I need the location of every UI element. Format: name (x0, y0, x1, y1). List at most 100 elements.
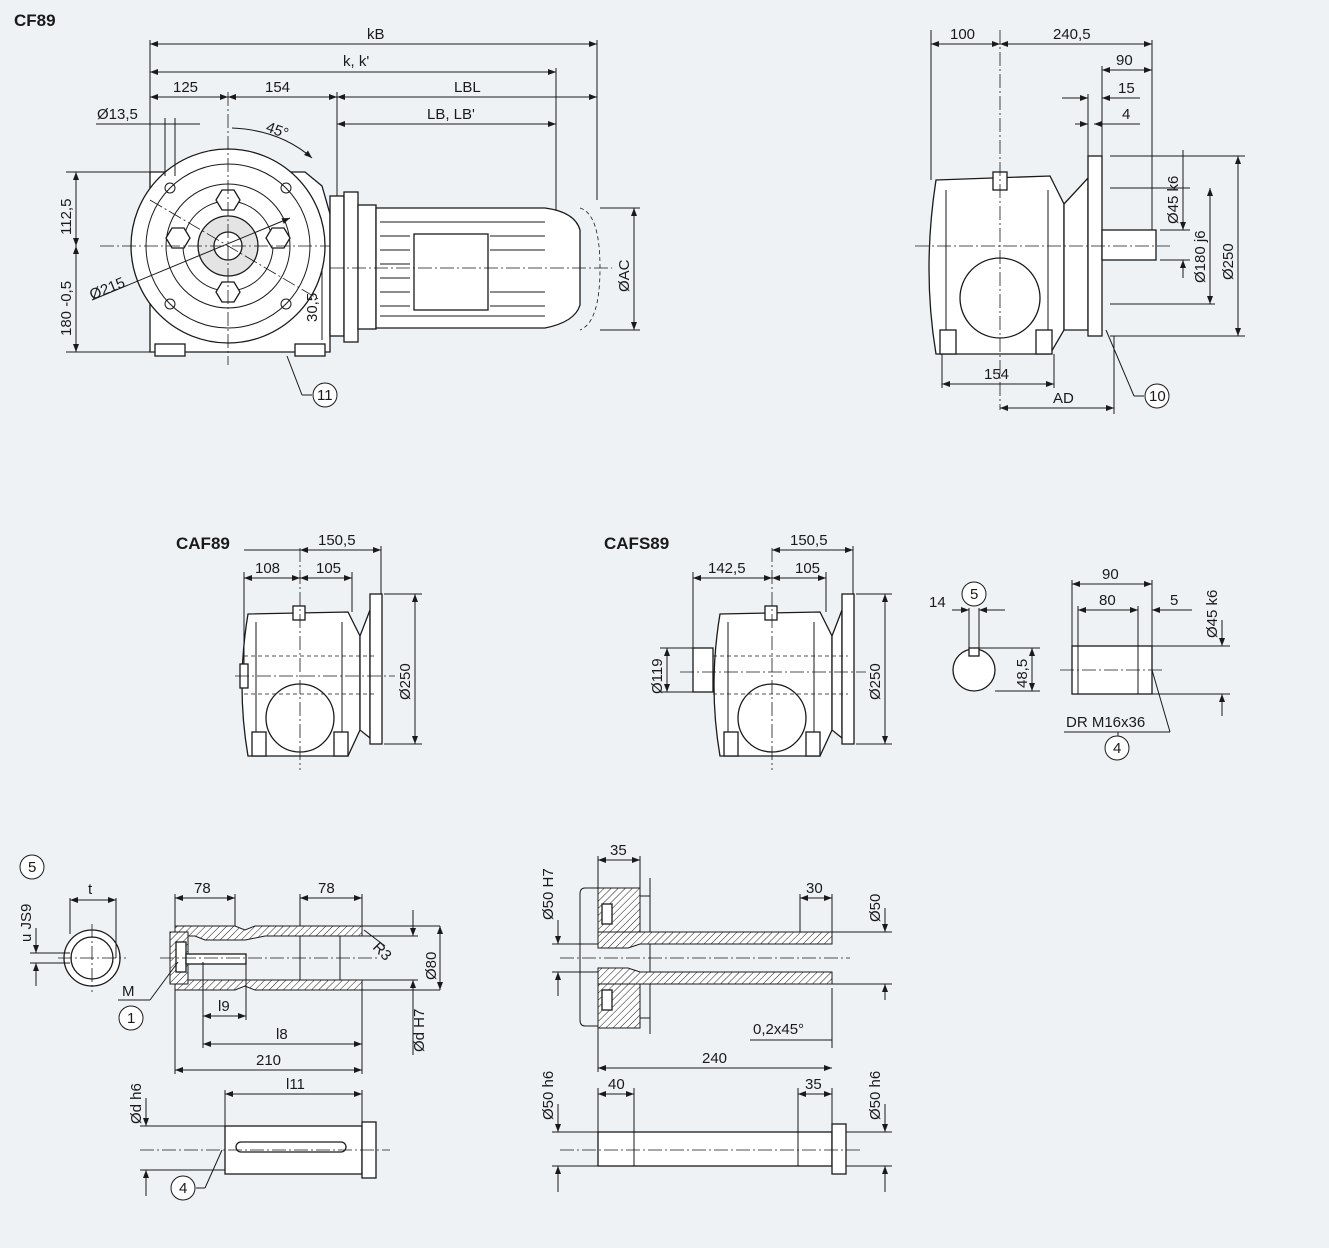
caf89-foot-r (333, 731, 349, 757)
pin-detail: Ø50 h6 40 35 Ø50 h6 (540, 1071, 892, 1192)
fan-cover-outline (579, 207, 601, 331)
side-dim-240-5: 240,5 (1053, 26, 1091, 43)
bushing-dim-35: 35 (610, 842, 627, 859)
side-dim-45k6: Ø45 k6 (1165, 176, 1182, 224)
dim-112-5: 112,5 (58, 199, 75, 235)
key-dim-14: 14 (929, 594, 946, 611)
hollow-dim-78b: 78 (318, 880, 335, 897)
bushing-insert-top (601, 903, 613, 925)
pin-dim-35: 35 (805, 1076, 822, 1093)
hollow-wall-top (174, 925, 363, 941)
side-dim-4: 4 (1122, 106, 1130, 123)
solid-callout-4 (170, 1175, 196, 1201)
hollow-end-bolt (185, 953, 247, 965)
hollow-dim-l9: l9 (218, 998, 230, 1015)
callout-11-label: 11 (317, 387, 333, 404)
terminal-box (413, 233, 489, 311)
cafs89-shaft-stub (692, 647, 714, 693)
dim-30-5: 30,5 (304, 293, 321, 322)
hollow-shaft-detail: 5 t u JS9 78 78 R3 (18, 854, 443, 1074)
bushing-ring-top (597, 887, 641, 933)
cafs89-dim-150-5: 150,5 (790, 532, 828, 549)
side-foot-left (939, 329, 957, 355)
dim-kb: kB (367, 26, 385, 43)
dim-154: 154 (265, 79, 290, 96)
foot-left (154, 343, 186, 357)
bushing-bracket (579, 887, 598, 1027)
bushing-wall-bottom (597, 967, 833, 985)
side-foot-right (1035, 329, 1053, 355)
dim-215: Ø215 (87, 274, 127, 304)
callout-11 (312, 382, 338, 408)
nut-top (215, 189, 241, 211)
cafs89-adapter (831, 609, 843, 740)
shaft-end-dr: DR M16x36 (1066, 714, 1145, 731)
caf89-dim-108: 108 (255, 560, 280, 577)
dim-45deg: 45° (264, 119, 291, 143)
shaft-end-callout-4-label: 4 (1113, 740, 1121, 757)
caf89-dim-150-5: 150,5 (318, 532, 356, 549)
side-adapter (1063, 176, 1089, 331)
bolt-hole-1 (280, 182, 292, 194)
caf89-foot-l (251, 731, 267, 757)
hollow-dim-l8: l8 (276, 1026, 288, 1043)
hollow-callout-5-label: 5 (28, 859, 36, 876)
shaft-end-detail: 90 80 5 Ø45 k6 DR M16x36 4 (1060, 566, 1230, 761)
pin-head (831, 1123, 847, 1175)
pin-dim-50h6-left: Ø50 h6 (540, 1071, 557, 1120)
cafs89-vent (764, 605, 778, 621)
adaptor (329, 195, 345, 337)
key-detail: 14 5 48,5 (929, 581, 1040, 692)
solid-dim-l11: l11 (286, 1076, 305, 1093)
key-callout-5 (961, 581, 987, 607)
dim-125: 125 (173, 79, 198, 96)
side-dim-180j6: Ø180 j6 (1192, 230, 1209, 283)
hollow-callout-1 (118, 1005, 144, 1031)
cafs89-view: 150,5 142,5 105 Ø119 Ø250 (649, 532, 892, 770)
hollow-dim-80: Ø80 (423, 952, 440, 980)
caf89-dim-250: Ø250 (397, 663, 414, 700)
foot-right (294, 343, 326, 357)
hollow-m: M (122, 983, 135, 1000)
hollow-dim-dH7: Ød H7 (411, 1009, 428, 1052)
side-dim-100: 100 (950, 26, 975, 43)
solid-callout-4-label: 4 (179, 1180, 187, 1197)
nut-left (165, 227, 191, 249)
caf89-vent (292, 605, 306, 621)
solid-shaft-keyway (235, 1141, 347, 1153)
side-shaft (1101, 229, 1157, 261)
cafs89-dim-142-5: 142,5 (708, 560, 746, 577)
hollow-callout-1-label: 1 (127, 1010, 135, 1027)
side-dim-250: Ø250 (1220, 243, 1237, 280)
hollow-dim-t: t (88, 881, 93, 898)
shaft-end-dim-80: 80 (1099, 592, 1116, 609)
dim-lbl: LBL (454, 79, 481, 96)
callout-10-label: 10 (1149, 388, 1166, 405)
motor-flange (357, 204, 377, 330)
cf89-side-view: 100 240,5 90 15 4 Ø45 k6 Ø180 j6 Ø250 15… (915, 26, 1245, 414)
nut-right (265, 227, 291, 249)
bushing-dim-240: 240 (702, 1050, 727, 1067)
cafs89-foot-r (805, 731, 821, 757)
bushing-dim-30: 30 (806, 880, 823, 897)
dim-k: k, k' (343, 53, 369, 70)
hollow-dim-u: u JS9 (18, 904, 35, 942)
cafs89-dim-119: Ø119 (649, 658, 666, 694)
title-cafs89: CAFS89 (604, 534, 669, 553)
bushing-wall-top (597, 931, 833, 949)
hollow-dim-r3: R3 (369, 939, 395, 965)
hollow-dim-78a: 78 (194, 880, 211, 897)
callout-10 (1144, 383, 1170, 409)
hollow-dim-210: 210 (256, 1052, 281, 1069)
cafs89-dim-250: Ø250 (867, 663, 884, 700)
caf89-view: 150,5 108 105 Ø250 (235, 532, 422, 770)
caf89-adapter (359, 609, 371, 740)
bolt-hole-4 (280, 298, 292, 310)
caf89-flange (369, 593, 383, 745)
dim-ac: ØAC (616, 259, 633, 292)
pin-body (597, 1131, 833, 1167)
shaft-end-dim-5: 5 (1170, 592, 1178, 609)
bushing-dim-50: Ø50 (867, 894, 884, 922)
key-callout-5-label: 5 (970, 586, 978, 603)
